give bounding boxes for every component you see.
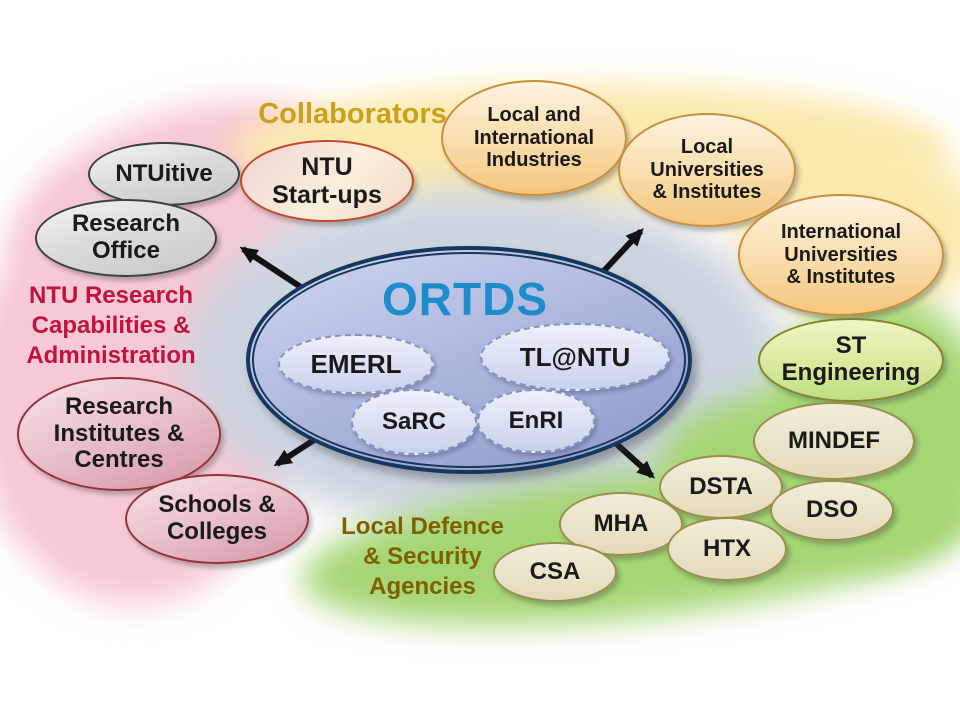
enri-label: EnRI: [508, 407, 564, 434]
local-universities-institutes-ellipse: Local Universities & Institutes: [618, 113, 796, 227]
ntu-startups-ellipse: NTU Start-ups: [240, 140, 414, 222]
arrow-upper-right-icon: [598, 228, 644, 277]
research-office-ellipse: Research Office: [35, 199, 217, 277]
htx-ellipse: HTX: [667, 517, 787, 581]
schools-colleges-ellipse: Schools & Colleges: [125, 474, 309, 564]
sarc-label: SaRC: [381, 408, 447, 435]
ntu-research-section-label: NTU Research Capabilities & Administrati…: [26, 282, 196, 369]
local-international-industries-ellipse: Local and International Industries: [441, 80, 627, 196]
ntuitive-ellipse: NTUitive: [88, 142, 240, 206]
ortds-title: ORTDS: [382, 273, 548, 325]
collaborators-section-label: Collaborators: [258, 98, 447, 130]
defence-security-section-label: Local Defence & Security Agencies: [341, 513, 504, 600]
csa-ellipse: CSA: [493, 542, 617, 602]
dso-ellipse: DSO: [770, 480, 894, 541]
emerl-ellipse: EMERL: [278, 334, 434, 394]
emerl-label: EMERL: [310, 348, 402, 379]
dsta-ellipse: DSTA: [659, 455, 783, 519]
research-institutes-centres-ellipse: Research Institutes & Centres: [17, 377, 221, 491]
sarc-ellipse: SaRC: [351, 389, 477, 455]
international-universities-institutes-ellipse: International Universities & Institutes: [738, 194, 944, 316]
enri-ellipse: EnRI: [477, 389, 595, 453]
st-engineering-ellipse: ST Engineering: [758, 318, 944, 402]
mindef-ellipse: MINDEF: [753, 402, 915, 480]
tl-at-ntu-ellipse: TL@NTU: [480, 323, 670, 391]
tl-at-ntu-label: TL@NTU: [519, 341, 631, 372]
